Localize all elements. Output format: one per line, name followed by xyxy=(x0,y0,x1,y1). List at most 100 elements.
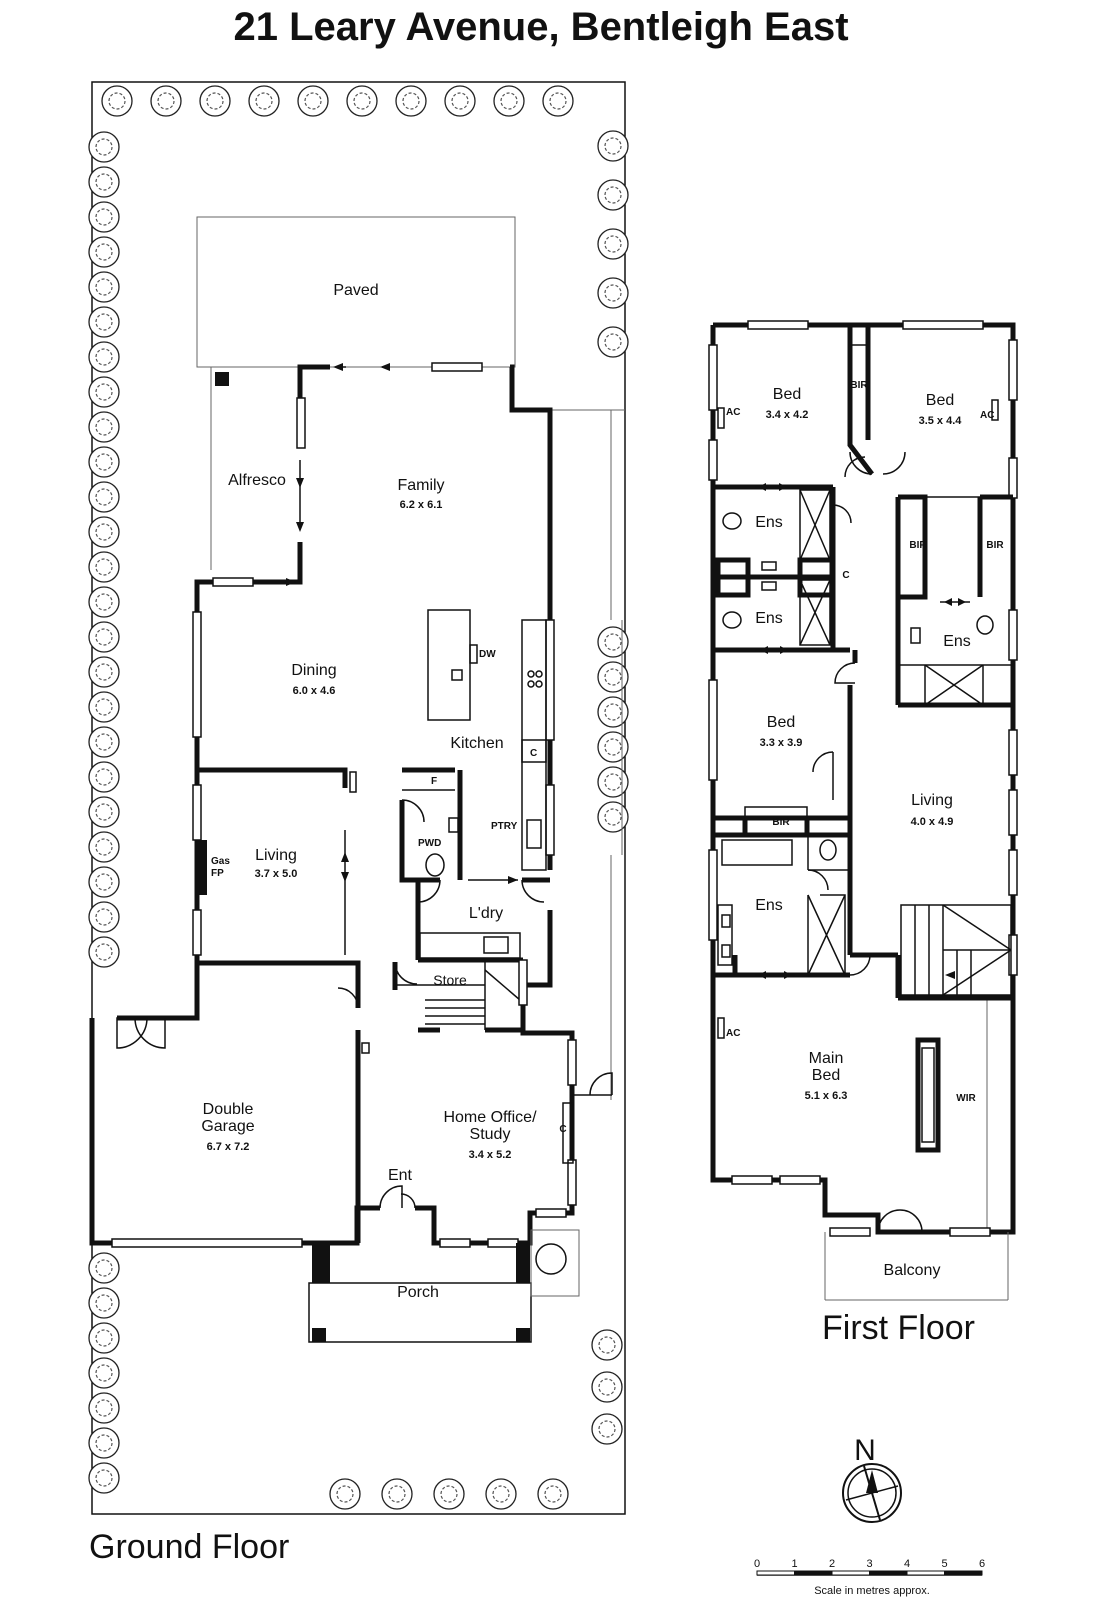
tree-icon xyxy=(88,236,120,268)
room-porch: Porch xyxy=(397,1284,439,1301)
scale-tick-label: 5 xyxy=(941,1558,947,1570)
room-main-bed-line2: Bed xyxy=(812,1067,840,1084)
tag-cupboard-upstairs: C xyxy=(842,570,849,581)
tree-icon xyxy=(597,801,629,833)
tree-icon xyxy=(381,1478,413,1510)
tree-icon xyxy=(493,85,525,117)
tree-icon xyxy=(329,1478,361,1510)
ground-exterior-walls xyxy=(297,364,330,423)
first-floor-stairs xyxy=(900,904,1012,996)
ground-floor-plan: Paved Alfresco Family 6.2 x 6.1 Dining 6… xyxy=(88,81,629,1566)
tree-icon xyxy=(101,85,133,117)
property-boundary xyxy=(91,81,626,1515)
tag-fireplace: FP xyxy=(211,868,224,879)
tag-kitchen-cupboard: C xyxy=(530,748,537,759)
tree-icon xyxy=(199,85,231,117)
tree-icon xyxy=(88,796,120,828)
room-living-upstairs: Living xyxy=(911,792,953,809)
ground-floor-label: Ground Floor xyxy=(89,1528,289,1566)
room-family: Family xyxy=(397,477,444,494)
tree-icon xyxy=(88,551,120,583)
tree-icon xyxy=(88,691,120,723)
first-floor-label: First Floor xyxy=(822,1309,975,1347)
scale-tick-label: 2 xyxy=(829,1558,835,1570)
tree-icon xyxy=(597,766,629,798)
tree-icon xyxy=(88,586,120,618)
tree-icon xyxy=(88,866,120,898)
tree-icon xyxy=(88,411,120,443)
tag-pantry: PTRY xyxy=(491,821,518,832)
room-dining-dim: 6.0 x 4.6 xyxy=(293,685,336,697)
tree-icon xyxy=(591,1413,623,1445)
room-living: Living xyxy=(255,847,297,864)
tree-icon xyxy=(88,1322,120,1354)
tag-office-cupboard: C xyxy=(559,1124,566,1135)
tree-icon xyxy=(597,326,629,358)
tree-icon xyxy=(88,656,120,688)
tree-icon xyxy=(88,481,120,513)
tree-icon xyxy=(88,1252,120,1284)
room-bed-1-dim: 3.4 x 4.2 xyxy=(766,409,809,421)
tag-ac-1: AC xyxy=(726,407,740,418)
kitchen-island xyxy=(427,609,471,721)
tree-icon xyxy=(88,1392,120,1424)
room-ensuite-3: Ens xyxy=(943,633,971,650)
tree-icon xyxy=(88,1287,120,1319)
page-title: 21 Leary Avenue, Bentleigh East xyxy=(233,5,848,49)
room-office-line2: Study xyxy=(470,1126,511,1143)
tree-icon xyxy=(346,85,378,117)
room-ensuite-1: Ens xyxy=(755,514,783,531)
room-main-bed-dim: 5.1 x 6.3 xyxy=(805,1090,848,1102)
tag-dishwasher: DW xyxy=(479,649,496,660)
ground-stairs xyxy=(425,969,521,1025)
tree-icon xyxy=(88,621,120,653)
room-office-line1: Home Office/ xyxy=(443,1109,537,1126)
tree-icon xyxy=(88,936,120,968)
scale-tick-label: 3 xyxy=(866,1558,872,1570)
tree-icon xyxy=(88,271,120,303)
tag-bir-1: BIR xyxy=(850,380,868,391)
room-bed-3-dim: 3.3 x 3.9 xyxy=(760,737,803,749)
tree-icon xyxy=(597,179,629,211)
garden-trees xyxy=(88,85,629,1510)
tree-icon xyxy=(88,761,120,793)
tag-bir-3: BIR xyxy=(986,540,1004,551)
tag-bir-2: BIR xyxy=(909,540,927,551)
north-compass: N xyxy=(842,1434,902,1523)
tree-icon xyxy=(395,85,427,117)
tree-icon xyxy=(537,1478,569,1510)
room-bed-2: Bed xyxy=(926,392,954,409)
room-living-dim: 3.7 x 5.0 xyxy=(255,868,298,880)
room-kitchen: Kitchen xyxy=(450,735,503,752)
tree-icon xyxy=(88,831,120,863)
room-ensuite-2: Ens xyxy=(755,610,783,627)
tag-bir-4: BIR xyxy=(772,817,790,828)
tag-ac-2: AC xyxy=(980,410,994,421)
tree-icon xyxy=(597,626,629,658)
room-garage-dim: 6.7 x 7.2 xyxy=(207,1141,250,1153)
room-bed-2-dim: 3.5 x 4.4 xyxy=(919,415,963,427)
first-floor-plan: Bed 3.4 x 4.2 Bed 3.5 x 4.4 Ens Ens Ens … xyxy=(708,320,1018,1347)
room-garage-line2: Garage xyxy=(201,1118,254,1135)
compass-north-label: N xyxy=(854,1434,876,1467)
tree-icon xyxy=(88,201,120,233)
tree-icon xyxy=(248,85,280,117)
tree-icon xyxy=(88,1462,120,1494)
scale-caption: Scale in metres approx. xyxy=(814,1585,930,1597)
tree-icon xyxy=(597,661,629,693)
room-entry: Ent xyxy=(388,1167,413,1184)
tree-icon xyxy=(88,516,120,548)
tree-icon xyxy=(150,85,182,117)
room-living-upstairs-dim: 4.0 x 4.9 xyxy=(911,816,954,828)
room-bed-1: Bed xyxy=(773,386,801,403)
room-balcony: Balcony xyxy=(884,1262,941,1279)
tree-icon xyxy=(591,1329,623,1361)
tree-icon xyxy=(542,85,574,117)
tree-icon xyxy=(88,166,120,198)
tree-icon xyxy=(88,726,120,758)
room-office-dim: 3.4 x 5.2 xyxy=(469,1149,512,1161)
tree-icon xyxy=(88,1357,120,1389)
tree-icon xyxy=(433,1478,465,1510)
